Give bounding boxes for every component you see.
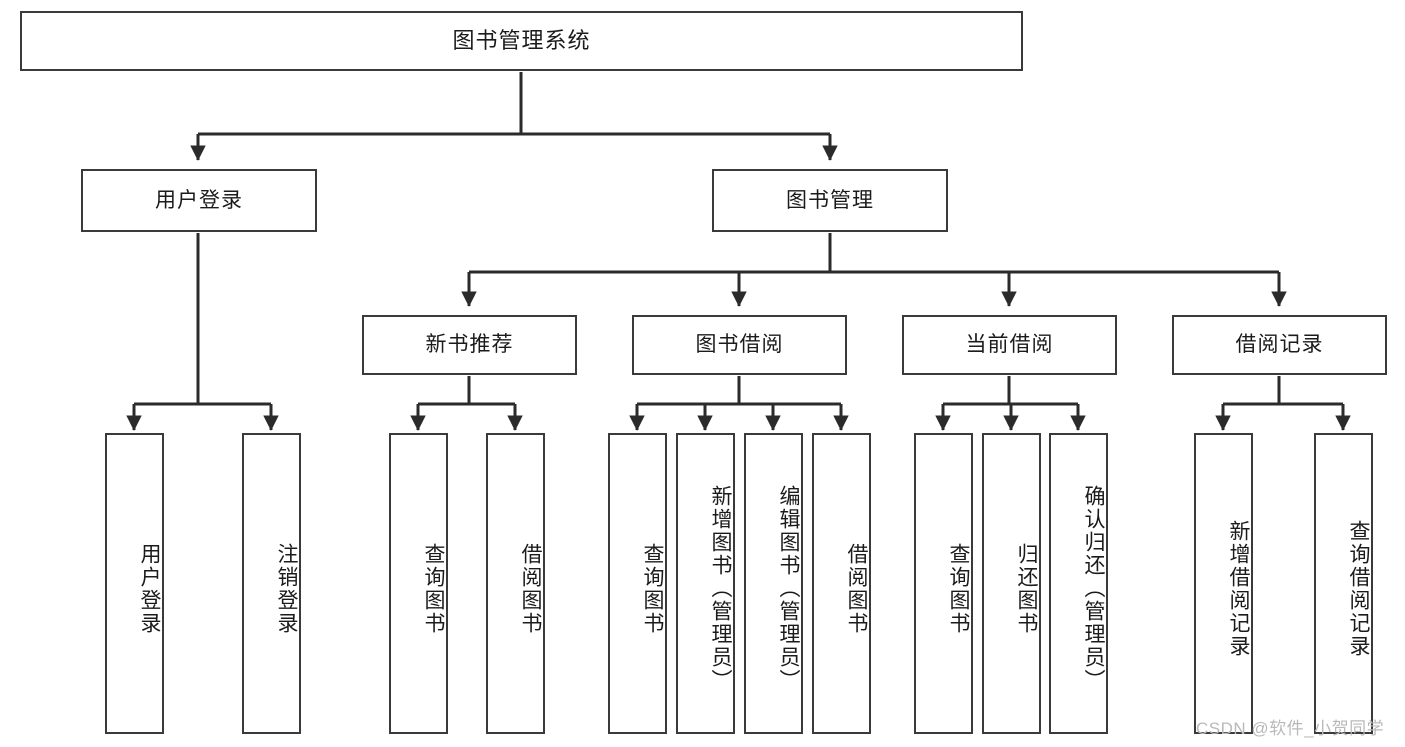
leaf-query-book-1[interactable]: 查询图书 bbox=[389, 433, 448, 734]
node-label: 查询图书 bbox=[947, 542, 970, 635]
node-user-login[interactable]: 用户登录 bbox=[81, 169, 317, 232]
node-label: 归还图书 bbox=[1015, 542, 1038, 635]
leaf-user-login[interactable]: 用户登录 bbox=[105, 433, 164, 734]
node-label: 图书借阅 bbox=[695, 333, 784, 357]
node-label: 用户登录 bbox=[138, 542, 161, 635]
leaf-borrow-book-2[interactable]: 借阅图书 bbox=[812, 433, 871, 734]
node-label: 新增图书（管理员） bbox=[709, 485, 732, 692]
node-label: 借阅图书 bbox=[519, 542, 542, 635]
node-label: 查询借阅记录 bbox=[1347, 519, 1370, 658]
leaf-logout-login[interactable]: 注销登录 bbox=[242, 433, 301, 734]
leaf-return-book[interactable]: 归还图书 bbox=[982, 433, 1041, 734]
node-current-borrow[interactable]: 当前借阅 bbox=[902, 315, 1117, 375]
node-label: 新书推荐 bbox=[425, 333, 514, 357]
node-label: 当前借阅 bbox=[965, 333, 1054, 357]
node-book-management[interactable]: 图书管理 bbox=[712, 169, 948, 232]
node-borrow-record[interactable]: 借阅记录 bbox=[1172, 315, 1387, 375]
node-label: 图书管理 bbox=[786, 188, 874, 212]
node-label: 新增借阅记录 bbox=[1227, 519, 1250, 658]
node-label: 查询图书 bbox=[422, 542, 445, 635]
node-new-book-recommend[interactable]: 新书推荐 bbox=[362, 315, 577, 375]
node-label: 借阅图书 bbox=[845, 542, 868, 635]
leaf-borrow-book-1[interactable]: 借阅图书 bbox=[486, 433, 545, 734]
node-root-book-management-system[interactable]: 图书管理系统 bbox=[20, 11, 1023, 71]
node-book-borrow[interactable]: 图书借阅 bbox=[632, 315, 847, 375]
watermark: CSDN @软件_小贺同学 bbox=[1196, 719, 1385, 738]
leaf-query-borrow-record[interactable]: 查询借阅记录 bbox=[1314, 433, 1373, 734]
leaf-add-book-admin[interactable]: 新增图书（管理员） bbox=[676, 433, 735, 734]
leaf-edit-book-admin[interactable]: 编辑图书（管理员） bbox=[744, 433, 803, 734]
node-label: 注销登录 bbox=[275, 542, 298, 635]
node-label: 编辑图书（管理员） bbox=[777, 485, 800, 692]
leaf-add-borrow-record[interactable]: 新增借阅记录 bbox=[1194, 433, 1253, 734]
node-label: 确认归还（管理员） bbox=[1082, 485, 1105, 692]
leaf-confirm-return-admin[interactable]: 确认归还（管理员） bbox=[1049, 433, 1108, 734]
node-label: 查询图书 bbox=[641, 542, 664, 635]
node-label: 借阅记录 bbox=[1235, 333, 1324, 357]
leaf-query-book-3[interactable]: 查询图书 bbox=[914, 433, 973, 734]
leaf-query-book-2[interactable]: 查询图书 bbox=[608, 433, 667, 734]
node-label: 用户登录 bbox=[155, 188, 243, 212]
node-label: 图书管理系统 bbox=[452, 27, 591, 53]
